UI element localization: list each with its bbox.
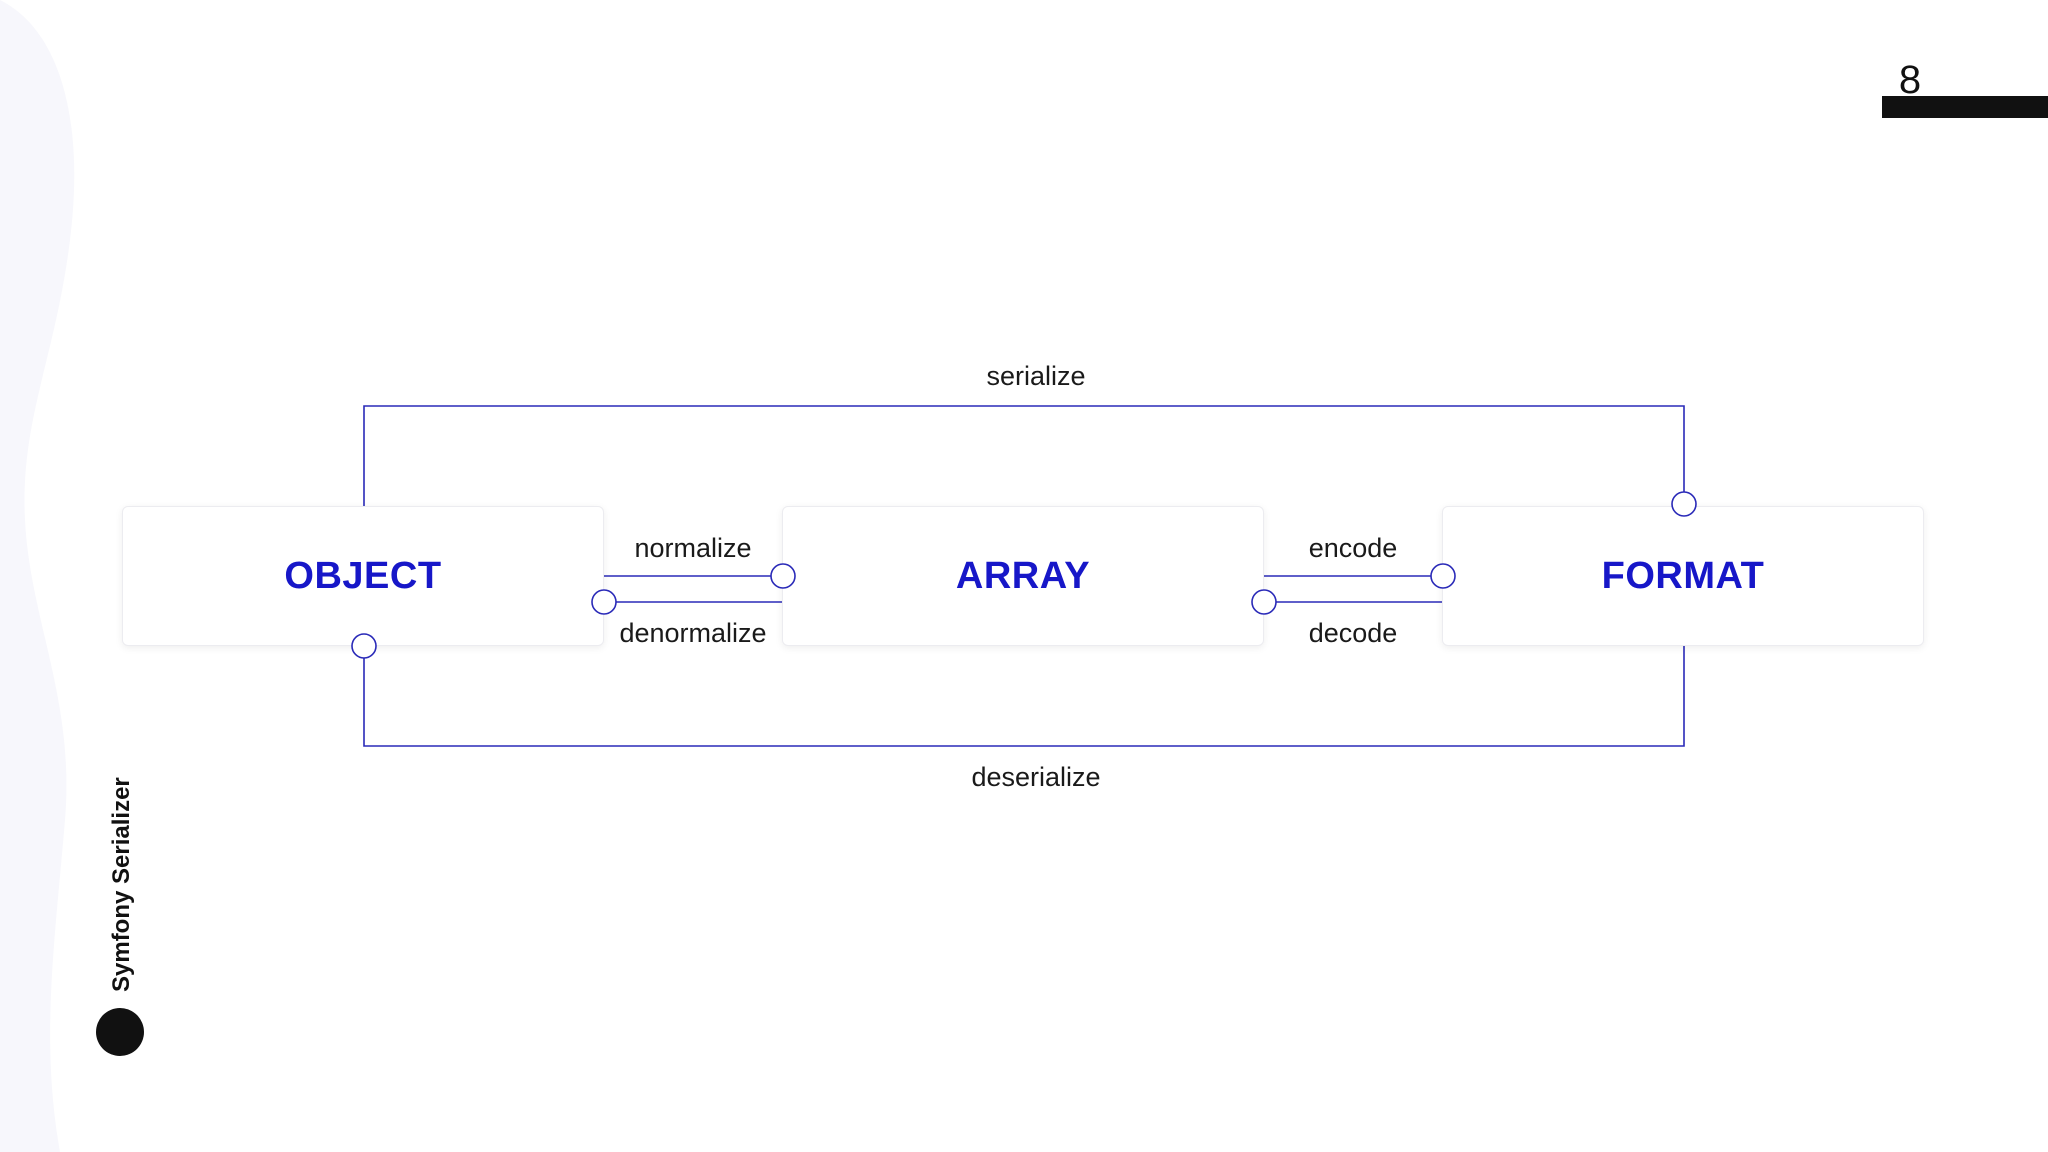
normalize-port — [770, 563, 796, 589]
serialize-connector — [363, 405, 1685, 506]
encode-port — [1430, 563, 1456, 589]
denormalize-port — [591, 589, 617, 615]
decode-label: decode — [1308, 618, 1398, 648]
decode-port — [1251, 589, 1277, 615]
deserialize-label: deserialize — [971, 762, 1101, 792]
serialize-label: serialize — [986, 361, 1086, 391]
brand-dot-icon — [96, 1008, 144, 1056]
normalize-label: normalize — [634, 533, 752, 563]
serialize-port — [1671, 491, 1697, 517]
denormalize-label: denormalize — [619, 618, 767, 648]
object-node: OBJECT — [122, 506, 604, 646]
object-node-label: OBJECT — [284, 554, 442, 597]
format-node: FORMAT — [1442, 506, 1924, 646]
format-node-label: FORMAT — [1601, 554, 1765, 597]
deserialize-connector — [363, 646, 1685, 747]
brand-sidebar: Symfony Serializer — [104, 772, 140, 992]
array-node: ARRAY — [782, 506, 1264, 646]
deserialize-port — [351, 633, 377, 659]
page-number: 8 — [1898, 58, 1922, 102]
encode-label: encode — [1308, 533, 1398, 563]
page-number-bar — [1882, 96, 2048, 118]
array-node-label: ARRAY — [955, 554, 1091, 597]
brand-title: Symfony Serializer — [108, 777, 135, 992]
